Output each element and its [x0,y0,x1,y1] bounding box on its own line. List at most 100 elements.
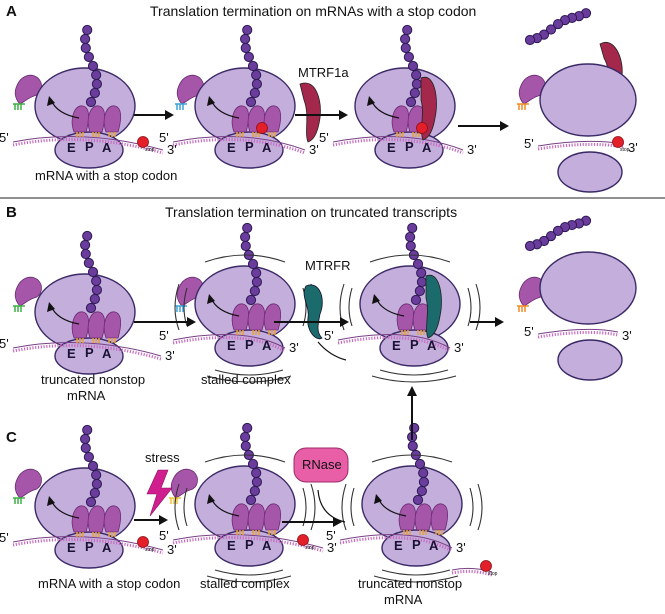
three-prime-label: 3' [327,540,337,555]
stop-codon-icon [137,536,149,548]
peptide-bead [89,293,100,305]
peptide-bead [405,240,416,252]
site-p-label: P [245,537,254,552]
five-prime-label: 5' [159,528,169,543]
free-trna [517,276,546,312]
peptide-bead [83,51,94,63]
free-trna-body [518,276,546,307]
stop-codon-icon [612,136,624,148]
caption-b1-line1: truncated nonstop [41,372,145,387]
three-prime-label: 3' [309,142,319,157]
peptide-bead [240,231,251,243]
dissociated-ribosome: 5'3'stop [524,63,638,193]
panel-b-title: Translation termination on truncated tra… [165,204,457,220]
trna-body [396,303,415,331]
three-prime-label: 3' [289,340,299,355]
site-a-label: A [102,140,112,155]
label-stress: stress [145,450,180,465]
mrna-strand [537,330,619,339]
peptide-bead [87,266,99,278]
peptide-bead [82,230,93,242]
peptide-bead [91,469,102,481]
panel-b: truncated nonstop mRNA stalled complex M… [41,258,504,403]
peptide-bead [524,240,536,252]
site-a-label: A [422,140,432,155]
peptide-bead [87,60,99,72]
mrna-strand [12,538,164,555]
site-e-label: E [394,538,403,553]
peptide-bead [411,69,422,81]
trna-exit-arrowhead [47,302,55,312]
trna [71,505,90,537]
trna-body [398,503,417,531]
five-prime-label: 5' [0,530,9,545]
trna [87,311,106,343]
peptide-bead [409,422,420,434]
trna-body [71,105,90,133]
peptide-bead [545,230,557,242]
trna [263,105,282,137]
peptide-bead [243,51,254,63]
peptide-bead [242,222,253,234]
caption-b2: stalled complex [201,372,291,387]
trna-body [247,303,266,331]
stop-codon-icon [137,136,149,148]
trna-body [231,503,250,531]
stall-mark [350,487,355,527]
trna [231,503,250,535]
three-prime-label: 3' [456,540,466,555]
caption-c1: mRNA with a stop codon [38,576,180,591]
trna [231,105,250,137]
peptide-bead [402,24,413,36]
peptide-bead [416,267,427,279]
caption-c3-line1: truncated nonstop [358,576,462,591]
panel-c: stress RNase mRNA with a stop codon stal… [38,386,462,607]
mrna-backbone [339,534,453,549]
stop-label: stop [305,545,315,551]
panel-a: mRNA with a stop codon MTRF1a [35,65,509,183]
stop-codon-icon [480,560,492,572]
stop-codon-icon [416,122,428,134]
stall-mark [469,487,474,527]
stop-label: stop [620,147,630,153]
trna-exit-arrowhead [47,96,55,106]
stall-mark [381,569,451,576]
peptide-bead [407,440,418,452]
stop-label: stop [488,571,498,577]
large-subunit [539,251,637,325]
peptide-bead [240,240,251,252]
mrna-strand [339,536,453,553]
trna-body [247,503,266,531]
site-a-label: A [102,346,112,361]
five-prime-label: 5' [159,130,169,145]
peptide-bead [240,431,251,443]
site-e-label: E [387,140,396,155]
peptide-bead [416,485,427,497]
mrna-strand [332,138,464,155]
stall-mark [302,487,307,527]
free-trna [169,468,198,504]
dissociated-ribosome: 5'3' [524,251,637,381]
mtrfr-free [303,284,323,340]
site-e-label: E [67,346,76,361]
site-p-label: P [245,139,254,154]
peptide-bead [242,24,253,36]
stall-mark [206,575,292,583]
peptide-bead [552,225,564,236]
mtrfr-curve [317,341,347,361]
stall-mark [348,287,353,327]
site-a-label: A [262,538,272,553]
arrow-b1-head [187,317,196,327]
stall-mark [369,254,451,263]
mrna-backbone [172,136,306,151]
free-trna-body [518,74,546,105]
site-p-label: P [405,139,414,154]
five-prime-label: 5' [159,328,169,343]
stall-mark [310,483,316,531]
trna-body [87,505,106,533]
stop-label: stop [145,147,155,153]
mrna-backbone [172,334,286,349]
mrna-backbone [337,334,451,349]
